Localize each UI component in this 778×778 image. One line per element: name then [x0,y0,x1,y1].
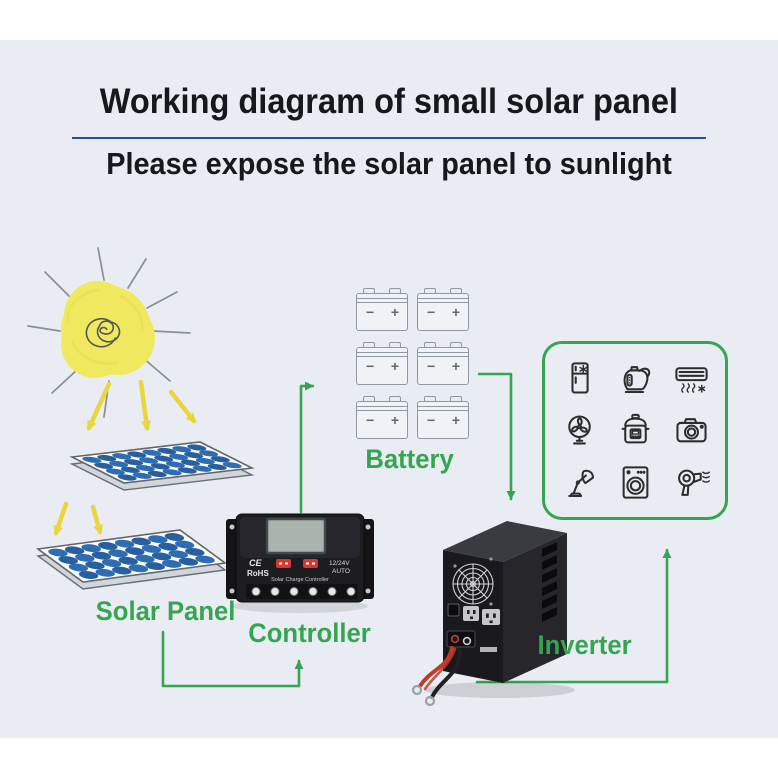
diagram-background [0,40,778,738]
battery-icon: −+ [417,288,469,333]
controller-rohs-mark: RoHS [247,569,269,578]
connector-solarpanel-to-controller [161,630,304,688]
battery-icon: −+ [417,396,469,441]
camera-icon [663,404,719,456]
inverter-outlet-socket [463,606,479,621]
inverter-device [411,521,567,707]
connector-battery-to-inverter [477,372,516,501]
connector-inverter-to-appliances [475,548,672,684]
battery-bank: −+−+−+−+−+−+ [356,288,469,441]
page-title: Working diagram of small solar panel [99,82,679,121]
solar-panel-upper [72,442,252,490]
solar-panel-lower [38,530,225,589]
battery-icon: −+ [356,396,408,441]
controller-mode-label: AUTO [332,568,350,575]
refrigerator-icon [551,352,607,404]
battery-icon: −+ [356,288,408,333]
battery-icon: −+ [417,342,469,387]
desk-lamp-icon [551,457,607,509]
connector-controller-to-battery [299,381,315,514]
controller-voltage-label: 12/24V [329,560,350,567]
sun-spiral [85,317,121,348]
solar-panel-label: Solar Panel [95,596,236,626]
inverter-fan-grille [452,563,494,605]
controller-ce-mark: CE [249,558,262,568]
controller-button [303,559,318,568]
washing-machine-icon [607,457,663,509]
controller-lcd-screen [265,517,327,555]
controller-name-label: Solar Charge Controller [271,577,329,583]
sun-rays [27,247,191,418]
inverter-label: Inverter [537,630,633,660]
sunlight-arrows [53,379,197,536]
battery-label: Battery [365,444,454,474]
title-underline [72,137,706,140]
controller-device: CE RoHS 12/24V AUTO Solar Charge Control… [226,513,374,603]
fan-icon [551,404,607,456]
kettle-icon [607,352,663,404]
rice-cooker-icon [607,404,663,456]
inverter-iec-socket [447,603,460,617]
controller-label: Controller [248,618,371,648]
battery-icon: −+ [356,342,408,387]
inverter-battery-cables [411,646,463,707]
appliance-box [542,341,728,520]
air-conditioner-icon [663,352,719,404]
sun-icon [27,247,191,418]
inverter-outlet-socket [482,609,500,625]
inverter-vent-slots [542,542,557,622]
hair-dryer-icon [663,457,719,509]
controller-button [276,559,291,568]
page-subtitle: Please expose the solar panel to sunligh… [106,146,672,181]
